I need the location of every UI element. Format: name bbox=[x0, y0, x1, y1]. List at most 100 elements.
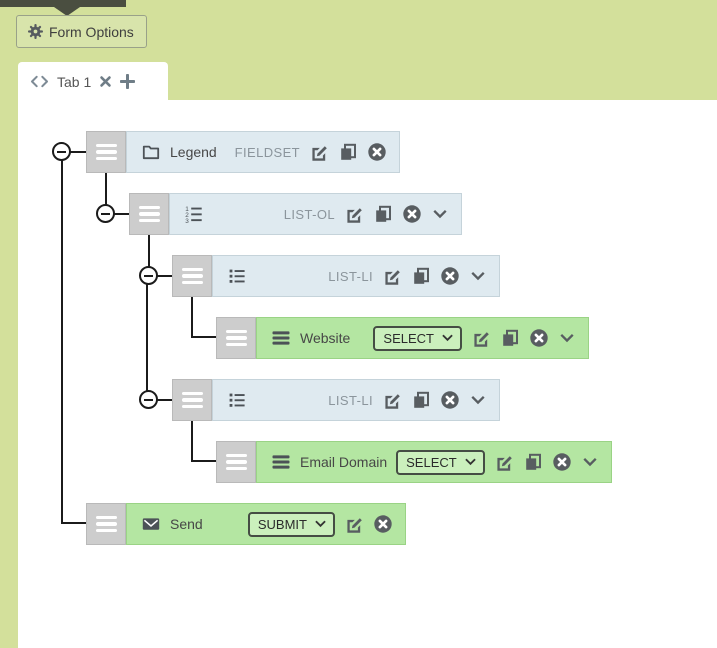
drag-handle[interactable] bbox=[86, 503, 126, 545]
field-type-select[interactable]: SUBMIT bbox=[247, 511, 335, 537]
drag-handle[interactable] bbox=[86, 131, 126, 173]
field-type-label: LIST-LI bbox=[328, 268, 373, 284]
delete-icon[interactable] bbox=[440, 266, 460, 286]
field-type-select[interactable]: SELECT bbox=[396, 449, 485, 475]
menu-icon bbox=[271, 328, 291, 348]
drag-handle-icon bbox=[181, 389, 203, 411]
drag-handle-icon bbox=[225, 327, 247, 349]
tree-row-website: Website SELECT bbox=[216, 317, 589, 359]
row-body[interactable]: Website SELECT bbox=[256, 317, 589, 359]
drag-handle-icon bbox=[138, 203, 160, 225]
tree-row-email-domain: Email Domain SELECT bbox=[216, 441, 612, 483]
select-chevron-icon bbox=[315, 520, 326, 528]
collapse-toggle[interactable] bbox=[52, 142, 71, 161]
delete-icon[interactable] bbox=[402, 204, 422, 224]
delete-icon[interactable] bbox=[552, 452, 572, 472]
tab-1[interactable]: Tab 1 bbox=[18, 62, 168, 101]
tree-connector bbox=[105, 173, 107, 206]
field-label: Legend bbox=[170, 144, 217, 160]
select-value: SELECT bbox=[406, 454, 457, 470]
copy-icon[interactable] bbox=[523, 452, 543, 472]
tree-connector bbox=[70, 151, 86, 153]
tree-connector bbox=[156, 275, 172, 277]
chevron-down-icon[interactable] bbox=[469, 266, 487, 286]
tree-connector bbox=[60, 160, 63, 522]
field-type-label: FIELDSET bbox=[234, 144, 300, 160]
plus-icon[interactable] bbox=[120, 74, 135, 89]
delete-icon[interactable] bbox=[440, 390, 460, 410]
tree-connector bbox=[191, 421, 193, 462]
delete-icon[interactable] bbox=[529, 328, 549, 348]
chevron-down-icon[interactable] bbox=[581, 452, 599, 472]
row-body[interactable]: LIST-LI bbox=[212, 255, 500, 297]
edit-icon[interactable] bbox=[494, 452, 514, 472]
tree-row-fieldset: Legend FIELDSET bbox=[86, 131, 400, 173]
form-builder-panel bbox=[18, 100, 717, 648]
select-value: SUBMIT bbox=[257, 516, 307, 532]
copy-icon[interactable] bbox=[411, 266, 431, 286]
delete-icon[interactable] bbox=[367, 142, 387, 162]
menu-icon bbox=[271, 452, 291, 472]
edit-icon[interactable] bbox=[382, 266, 402, 286]
chevron-down-icon[interactable] bbox=[558, 328, 576, 348]
drag-handle[interactable] bbox=[129, 193, 169, 235]
code-icon[interactable] bbox=[30, 74, 49, 89]
collapse-toggle[interactable] bbox=[139, 266, 158, 285]
select-chevron-icon bbox=[442, 334, 453, 342]
tab-label: Tab 1 bbox=[57, 73, 92, 90]
field-label: Email Domain bbox=[300, 454, 388, 470]
row-body[interactable]: LIST-OL bbox=[169, 193, 462, 235]
drag-handle-icon bbox=[225, 451, 247, 473]
field-label: Send bbox=[170, 516, 203, 532]
copy-icon[interactable] bbox=[373, 204, 393, 224]
copy-icon[interactable] bbox=[411, 390, 431, 410]
edit-icon[interactable] bbox=[344, 204, 364, 224]
row-body[interactable]: Email Domain SELECT bbox=[256, 441, 612, 483]
row-body[interactable]: Send SUBMIT bbox=[126, 503, 406, 545]
field-type-label: LIST-OL bbox=[283, 206, 335, 222]
collapse-toggle[interactable] bbox=[139, 390, 158, 409]
field-type-label: LIST-LI bbox=[328, 392, 373, 408]
drag-handle[interactable] bbox=[172, 255, 212, 297]
tree-row-list-li: LIST-LI bbox=[172, 379, 500, 421]
folder-icon bbox=[141, 142, 161, 162]
ordered-list-icon bbox=[184, 204, 204, 224]
unordered-list-icon bbox=[227, 266, 247, 286]
chevron-down-icon[interactable] bbox=[469, 390, 487, 410]
tree-connector bbox=[146, 284, 148, 392]
dark-bar-pointer bbox=[54, 7, 80, 16]
form-options-button[interactable]: Form Options bbox=[16, 15, 147, 48]
close-icon[interactable] bbox=[99, 75, 112, 88]
delete-icon[interactable] bbox=[373, 514, 393, 534]
edit-icon[interactable] bbox=[309, 142, 329, 162]
chevron-down-icon[interactable] bbox=[431, 204, 449, 224]
tree-connector bbox=[191, 297, 193, 338]
edit-icon[interactable] bbox=[344, 514, 364, 534]
collapse-toggle[interactable] bbox=[96, 204, 115, 223]
select-chevron-icon bbox=[465, 458, 476, 466]
drag-handle[interactable] bbox=[216, 317, 256, 359]
envelope-icon bbox=[141, 514, 161, 534]
row-body[interactable]: Legend FIELDSET bbox=[126, 131, 400, 173]
form-options-label: Form Options bbox=[49, 23, 134, 40]
tree-connector bbox=[191, 460, 216, 462]
field-label: Website bbox=[300, 330, 351, 346]
drag-handle[interactable] bbox=[172, 379, 212, 421]
edit-icon[interactable] bbox=[471, 328, 491, 348]
tree-row-list-li: LIST-LI bbox=[172, 255, 500, 297]
tree-connector bbox=[60, 522, 87, 524]
top-dark-bar bbox=[0, 0, 126, 7]
copy-icon[interactable] bbox=[500, 328, 520, 348]
tree-connector bbox=[191, 336, 216, 338]
tree-connector bbox=[156, 399, 172, 401]
unordered-list-icon bbox=[227, 390, 247, 410]
field-type-select[interactable]: SELECT bbox=[373, 325, 462, 351]
copy-icon[interactable] bbox=[338, 142, 358, 162]
edit-icon[interactable] bbox=[382, 390, 402, 410]
drag-handle-icon bbox=[181, 265, 203, 287]
row-body[interactable]: LIST-LI bbox=[212, 379, 500, 421]
drag-handle[interactable] bbox=[216, 441, 256, 483]
drag-handle-icon bbox=[95, 513, 117, 535]
drag-handle-icon bbox=[95, 141, 117, 163]
